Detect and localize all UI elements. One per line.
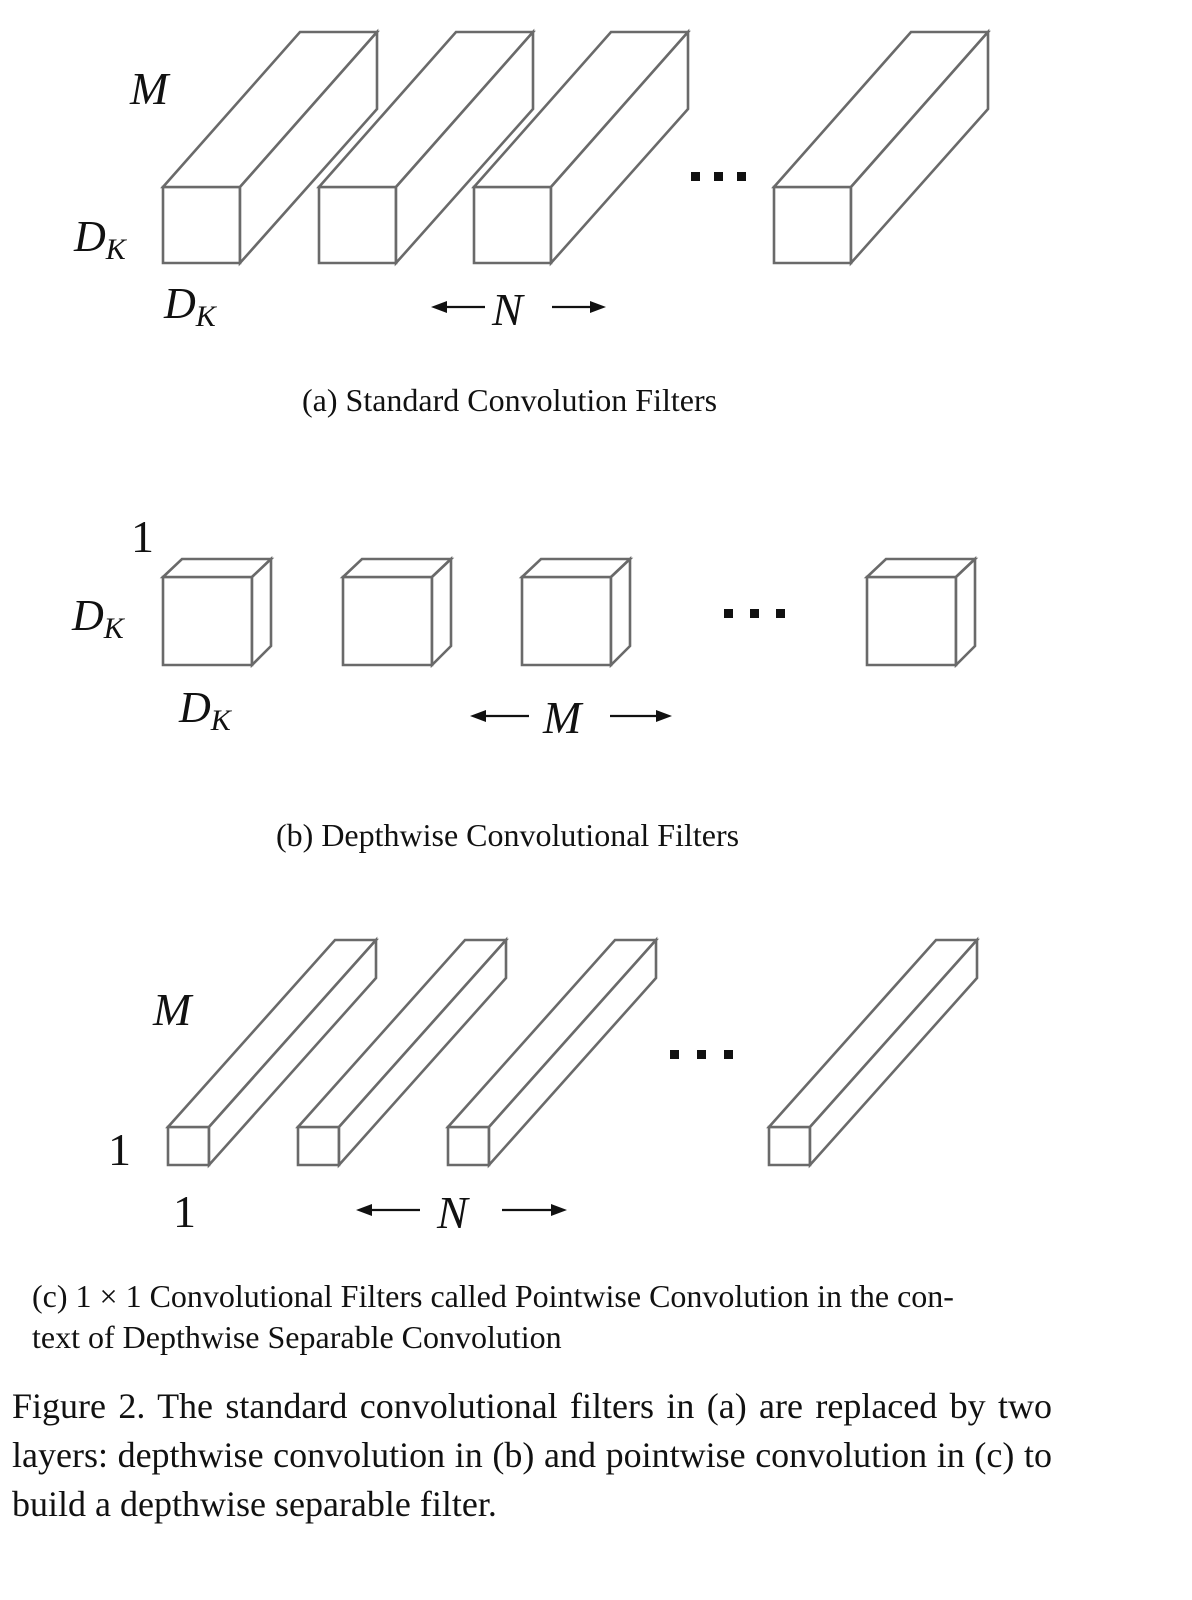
panel-c-width-label: 1 [173,1186,196,1237]
panel-b-height-label: DK [71,591,126,645]
panel-b-diagram: 1 DK DK M [71,511,979,743]
panel-a-ellipsis [691,172,746,181]
panel-c-count-arrow [356,1204,567,1216]
panel-b-depth-label: 1 [131,511,154,562]
depthwise-filter-3 [518,555,634,669]
panel-a-count-arrow [431,301,606,313]
pointwise-filter-n [766,936,980,1169]
panel-a-depth-label: M [129,63,171,114]
panel-a-caption: (a) Standard Convolution Filters [302,382,718,418]
panel-c-count-label: N [436,1187,470,1238]
panel-c-depth-label: M [152,984,194,1035]
panel-b-count-label: M [542,692,584,743]
panel-b-ellipsis [724,609,785,618]
standard-filter-1 [160,28,380,267]
panel-c-caption-line1: (c) 1 × 1 Convolutional Filters called P… [32,1278,954,1314]
depthwise-filter-m [863,555,979,669]
standard-filter-2 [316,28,536,267]
panel-c-caption-line2: text of Depthwise Separable Convolution [32,1319,562,1355]
panel-a-count-label: N [491,284,525,335]
pointwise-filter-2 [295,936,509,1169]
panel-c-ellipsis [670,1050,733,1059]
panel-c-height-label: 1 [108,1124,131,1175]
depthwise-filter-2 [339,555,455,669]
panel-b-caption: (b) Depthwise Convolutional Filters [276,817,740,853]
figure-caption: Figure 2. The standard convolutional fil… [12,1386,1052,1524]
panel-a-height-label: DK [73,212,128,266]
panel-b-count-arrow [470,710,672,722]
panel-b-width-label: DK [178,683,233,737]
pointwise-filter-3 [445,936,659,1169]
panel-c-diagram: M 1 1 N [108,936,980,1238]
panel-a-width-label: DK [163,279,218,333]
pointwise-filter-1 [165,936,379,1169]
standard-filter-3 [471,28,691,267]
depthwise-filter-1 [159,555,275,669]
standard-filter-n [771,28,991,267]
panel-a-diagram: M DK DK N [73,28,991,335]
